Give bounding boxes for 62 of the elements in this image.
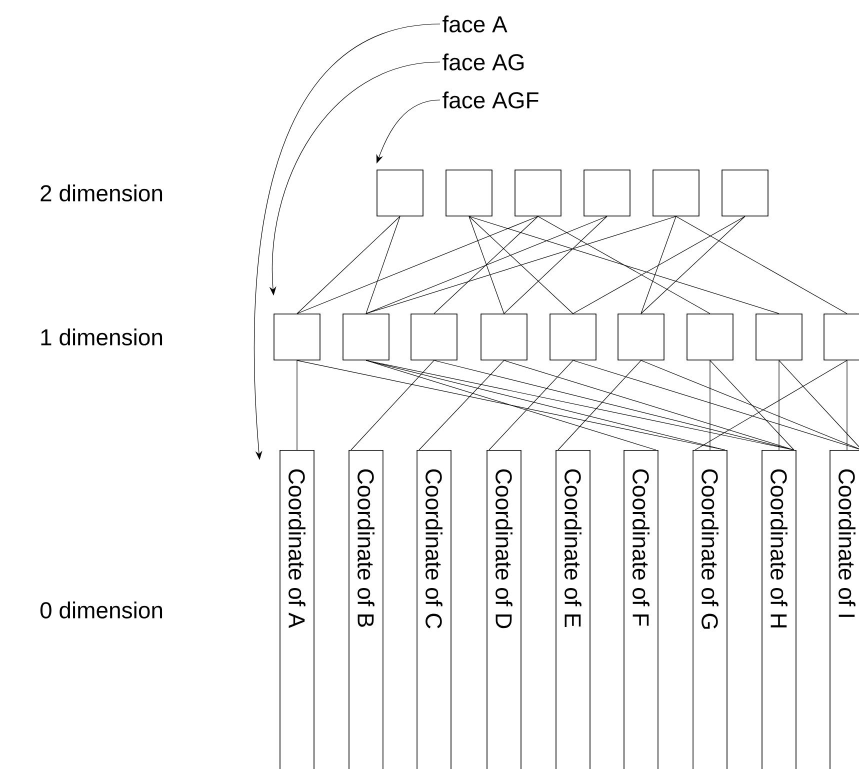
coordinate-column: Coordinate of B — [348, 450, 384, 769]
face-box — [274, 314, 320, 360]
dimension-label: 1 dimension — [41, 328, 162, 346]
connector-line — [296, 216, 538, 314]
face-label: face AG — [442, 54, 524, 70]
face-box — [652, 170, 700, 216]
face-box — [446, 170, 492, 216]
connector-line — [538, 216, 710, 314]
coordinate-column: Coordinate of G — [692, 450, 728, 769]
connector-line — [710, 360, 794, 450]
connector-line — [504, 216, 608, 314]
face-box — [480, 314, 528, 360]
connector-line — [366, 360, 656, 450]
connector-line — [366, 216, 400, 314]
connector-line — [468, 216, 780, 314]
connector-line — [572, 216, 746, 314]
face-box — [618, 314, 664, 360]
connector-line — [846, 360, 848, 450]
connector-line — [366, 216, 676, 314]
connector-line — [468, 216, 574, 314]
connector-line — [418, 360, 504, 450]
coordinate-column: Coordinate of H — [762, 450, 796, 769]
connector-line — [468, 216, 504, 314]
connector-line — [366, 216, 608, 314]
connector-line — [434, 216, 538, 314]
face-box — [824, 314, 859, 360]
face-label: face A — [442, 16, 508, 32]
connector-line — [558, 360, 642, 450]
connector-line — [366, 360, 794, 450]
face-box — [584, 170, 630, 216]
connector-line — [640, 360, 859, 450]
connector-line — [434, 360, 794, 450]
connector-line — [296, 360, 726, 450]
coordinate-column: Coordinate of A — [280, 450, 314, 769]
connector-line — [640, 216, 746, 314]
coordinate-column: Coordinate of D — [486, 450, 522, 769]
face-box — [550, 314, 596, 360]
connector-line — [572, 360, 859, 450]
face-label: face AGF — [442, 92, 538, 108]
dimension-label: 0 dimension — [40, 602, 162, 618]
coordinate-column: Coordinate of F — [624, 450, 658, 769]
dimension-label: 2 dimension — [40, 184, 162, 202]
face-box — [756, 314, 802, 360]
connector-line — [694, 360, 848, 450]
connector-line — [676, 216, 848, 314]
face-box — [686, 314, 734, 360]
coordinate-column: Coordinate of I — [830, 450, 859, 769]
connector-line — [778, 360, 780, 450]
coordinate-column: Coordinate of E — [556, 450, 590, 769]
face-box — [342, 314, 390, 360]
face-box — [514, 170, 562, 216]
connector-line — [504, 360, 794, 450]
face-box — [410, 314, 458, 360]
connector-line — [296, 360, 298, 450]
connector-line — [488, 360, 574, 450]
connector-line — [350, 360, 434, 450]
connector-line — [296, 216, 400, 314]
face-box — [376, 170, 424, 216]
connector-line — [640, 216, 676, 314]
coordinate-column: Coordinate of C — [416, 450, 452, 769]
face-box — [722, 170, 768, 216]
connector-line — [366, 360, 726, 450]
